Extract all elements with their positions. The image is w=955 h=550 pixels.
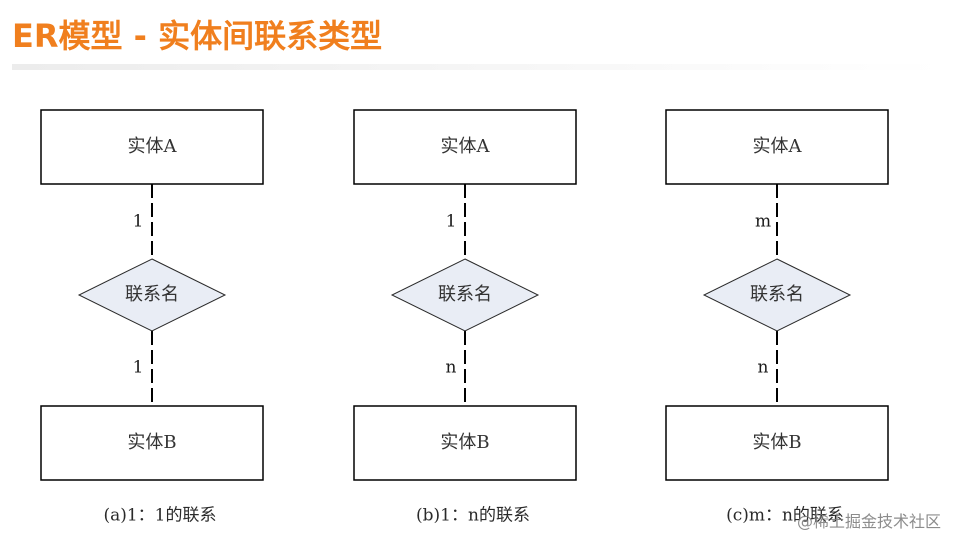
diagram-2-relationship-diamond bbox=[702, 258, 852, 332]
diagram-1-relationship-diamond bbox=[390, 258, 540, 332]
watermark: @稀土掘金技术社区 bbox=[796, 512, 941, 531]
diagram-0-entity-bottom-label: 实体B bbox=[127, 432, 176, 453]
diagram-1-entity-top-box bbox=[353, 109, 577, 185]
diagram-1-cardinality-bottom: n bbox=[446, 358, 457, 378]
diagram-1-entity-top-label: 实体A bbox=[441, 136, 491, 157]
diagram-2-entity-top-label: 实体A bbox=[753, 136, 803, 157]
diagram-0-entity-bottom-box bbox=[40, 405, 264, 481]
diagram-2-relationship-label: 联系名 bbox=[750, 284, 804, 305]
diagram-0-relationship-label: 联系名 bbox=[125, 284, 179, 305]
diagram-0-entity-top-box bbox=[40, 109, 264, 185]
diagram-1-caption: (b)1：n的联系 bbox=[416, 506, 530, 526]
diagram-2-entity-bottom-box bbox=[665, 405, 889, 481]
diagram-2-cardinality-top: m bbox=[755, 212, 771, 232]
slide-title: ER模型 - 实体间联系类型 bbox=[12, 17, 383, 55]
diagram-0-caption: (a)1：1的联系 bbox=[103, 506, 216, 526]
diagram-0-cardinality-top: 1 bbox=[133, 212, 144, 232]
diagram-2-cardinality-bottom: n bbox=[758, 358, 769, 378]
diagram-0-relationship-diamond bbox=[77, 258, 227, 332]
diagram-0-entity-top-label: 实体A bbox=[128, 136, 178, 157]
diagram-2-entity-bottom-label: 实体B bbox=[752, 432, 801, 453]
diagram-1-entity-bottom-box bbox=[353, 405, 577, 481]
diagram-2-caption: (c)m：n的联系 bbox=[726, 506, 844, 526]
diagram-0-cardinality-bottom: 1 bbox=[133, 358, 144, 378]
diagram-1-relationship-label: 联系名 bbox=[438, 284, 492, 305]
diagram-1-entity-bottom-label: 实体B bbox=[440, 432, 489, 453]
title-separator bbox=[12, 64, 943, 70]
diagram-2-entity-top-box bbox=[665, 109, 889, 185]
diagram-1-cardinality-top: 1 bbox=[446, 212, 457, 232]
